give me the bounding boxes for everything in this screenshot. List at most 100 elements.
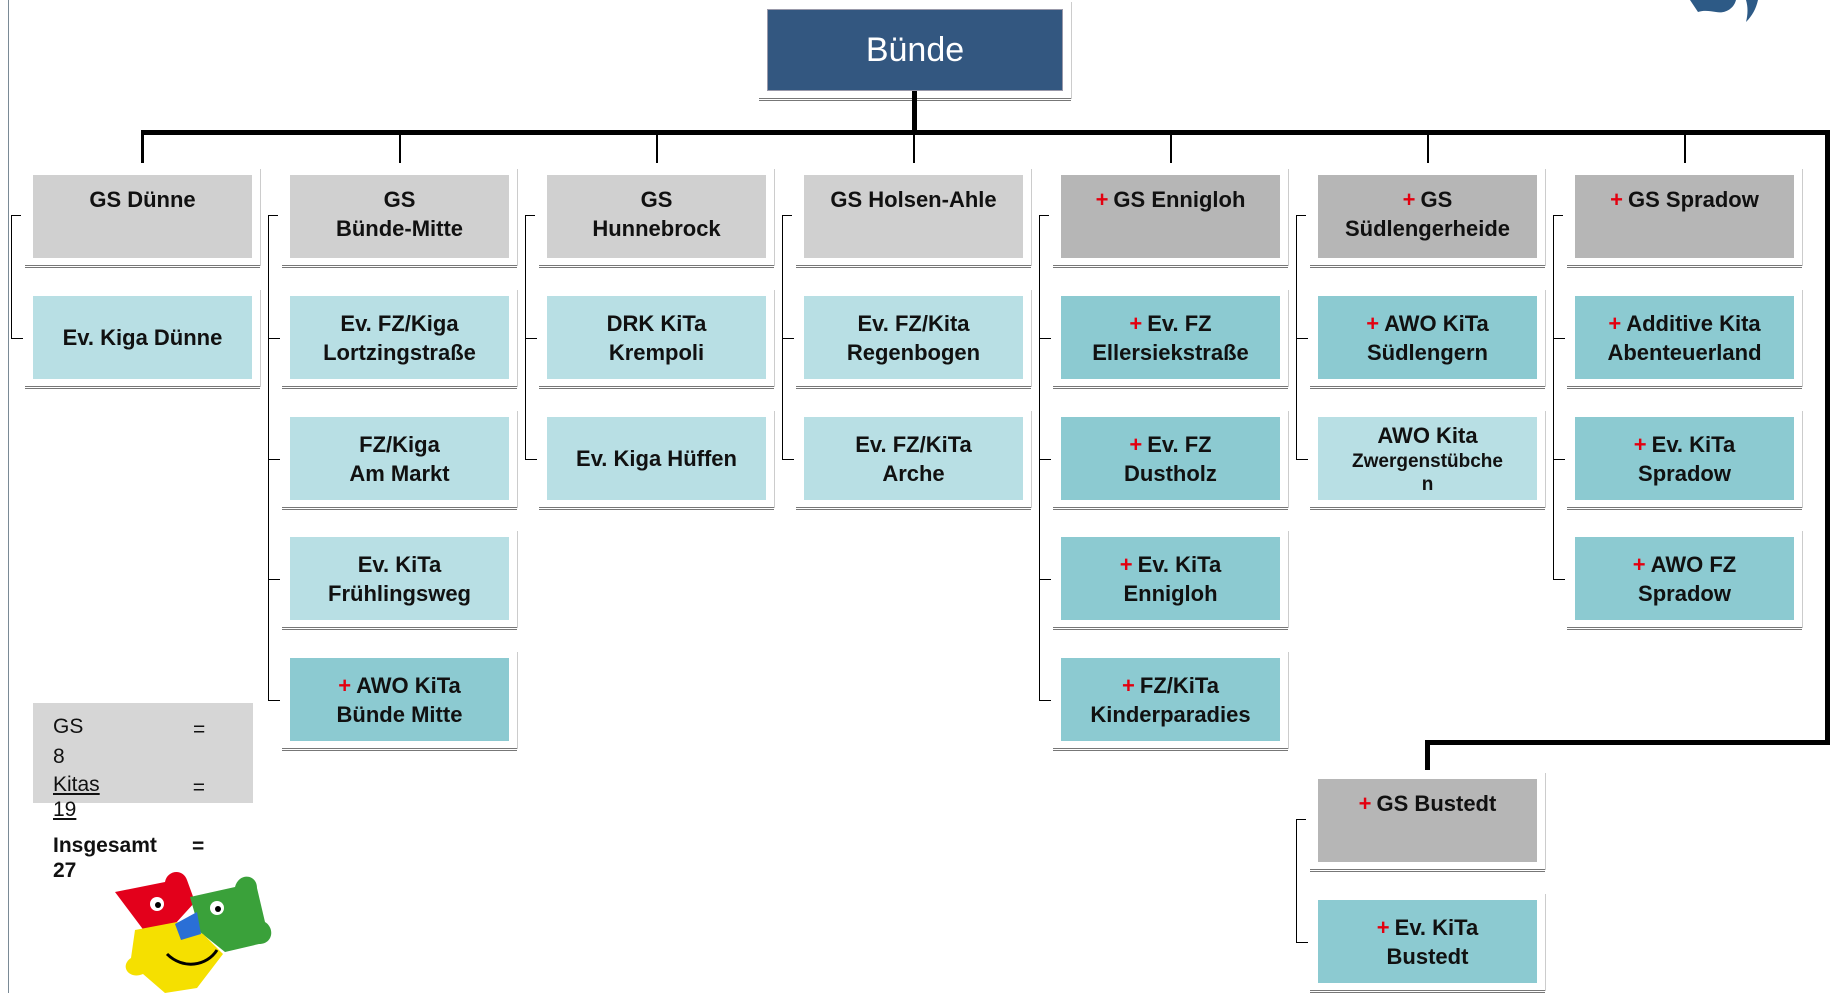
- kita-node-5-2-shade: [1053, 507, 1288, 510]
- kita-node-3-1-line-2: Krempoli: [609, 338, 704, 367]
- kita-node-7-2-line-2: Spradow: [1638, 459, 1731, 488]
- column-4-bracket: [782, 215, 783, 459]
- kita-node-2-1-line-1: Ev. FZ/Kiga: [340, 309, 458, 338]
- kita-node-5-3-line-1: +Ev. KiTa: [1120, 550, 1221, 579]
- plus-icon: +: [1376, 914, 1390, 940]
- plus-icon: +: [1129, 431, 1143, 457]
- column-3-drop: [655, 135, 658, 163]
- kita-node-6-2-shade-edge: [1545, 411, 1546, 508]
- school-node-8-line-1: +GS Bustedt: [1359, 789, 1497, 818]
- school-node-1-shade: [25, 265, 260, 268]
- kita-node-8-1-text: Bustedt: [1386, 943, 1469, 969]
- kita-node-1-1-shade-edge: [260, 290, 261, 387]
- kita-node-3-2-text: Ev. Kiga Hüffen: [576, 446, 737, 471]
- column-6-drop: [1426, 135, 1429, 163]
- kita-node-5-2-line-1: +Ev. FZ: [1129, 430, 1211, 459]
- column-2-bracket-top: [268, 215, 278, 216]
- root-node-shade-edge: [1071, 2, 1072, 99]
- kita-node-6-1-text: Südlengern: [1366, 339, 1488, 365]
- kita-node-2-3-shade: [282, 627, 517, 630]
- kita-node-2-2-text: Am Markt: [349, 460, 450, 486]
- kita-node-3-1-text: DRK KiTa: [606, 310, 707, 336]
- kita-node-5-2-connector: [1039, 458, 1051, 460]
- kita-node-5-4-shade: [1053, 748, 1288, 751]
- kita-node-5-4-text: Kinderparadies: [1090, 701, 1251, 727]
- kita-node-2-3-text: Ev. KiTa: [357, 551, 442, 577]
- column-7-drop: [1683, 135, 1686, 163]
- kita-node-2-4-line-2: Bünde Mitte: [337, 700, 463, 729]
- kita-node-7-1-shade: [1567, 386, 1802, 389]
- bustedt-horizontal: [1425, 740, 1830, 745]
- plus-icon: +: [1358, 791, 1372, 816]
- kita-node-5-1-text: Ellersiekstraße: [1092, 339, 1249, 365]
- kita-node-5-3-connector: [1039, 578, 1051, 580]
- school-node-3-shade: [539, 265, 774, 268]
- kita-node-2-2-shade: [282, 507, 517, 510]
- kita-node-5-3-line-2: Ennigloh: [1123, 579, 1217, 608]
- kita-node-4-1-line-1: Ev. FZ/Kita: [857, 309, 969, 338]
- kita-node-1-1-text: Ev. Kiga Dünne: [62, 325, 223, 350]
- kita-node-2-2-connector: [268, 458, 280, 460]
- kita-node-7-2-line-1: +Ev. KiTa: [1634, 430, 1735, 459]
- bustedt-drop: [1425, 740, 1430, 770]
- column-6-bracket: [1296, 215, 1297, 459]
- kita-node-7-3-text: Spradow: [1638, 580, 1731, 606]
- school-node-1: GS Dünne: [33, 175, 252, 258]
- legend-kitas-equals: =: [192, 776, 205, 799]
- kita-node-5-4-line-2: Kinderparadies: [1090, 700, 1250, 729]
- plus-icon: +: [1633, 431, 1647, 457]
- kita-node-8-1-text: Ev. KiTa: [1394, 914, 1479, 940]
- column-4-bracket-top: [782, 215, 792, 216]
- column-8-bracket: [1296, 819, 1297, 942]
- puzzle-kids-logo-icon: [115, 871, 272, 993]
- kita-node-2-4-shade: [282, 748, 517, 751]
- kita-node-7-1-line-2: Abenteuerland: [1607, 338, 1761, 367]
- school-node-8-shade-edge: [1545, 773, 1546, 870]
- kita-node-4-1-text: Ev. FZ/Kita: [857, 310, 970, 336]
- kita-node-8-1-line-1: +Ev. KiTa: [1377, 913, 1478, 942]
- school-node-5-text: GS Ennigloh: [1113, 187, 1246, 212]
- school-node-5: +GS Ennigloh: [1061, 175, 1280, 258]
- kita-node-8-1-line-2: Bustedt: [1387, 942, 1469, 971]
- kita-node-2-3-line-1: Ev. KiTa: [358, 550, 442, 579]
- kita-node-3-1-line-1: DRK KiTa: [607, 309, 707, 338]
- kita-node-1-1-connector: [11, 337, 23, 339]
- main-horizontal-bus: [141, 130, 1828, 135]
- kita-node-7-3-shade-edge: [1802, 531, 1803, 628]
- kita-node-2-3-line-2: Frühlingsweg: [328, 579, 471, 608]
- kita-node-6-2-text: Zwergenstübche: [1352, 451, 1503, 472]
- kita-node-5-1-shade: [1053, 386, 1288, 389]
- kita-node-2-1-shade-edge: [517, 290, 518, 387]
- kita-node-2-3-text: Frühlingsweg: [328, 580, 471, 606]
- column-2-bracket: [268, 215, 269, 700]
- kita-node-5-3-shade: [1053, 627, 1288, 630]
- legend-kitas-label: Kitas=: [53, 773, 205, 799]
- kita-node-4-1-connector: [782, 337, 794, 339]
- kita-node-3-2-line-1: Ev. Kiga Hüffen: [576, 444, 737, 473]
- school-node-2-shade-edge: [517, 169, 518, 266]
- kita-node-7-1-text: Additive Kita: [1626, 310, 1761, 336]
- kita-node-5-4-line-1: +FZ/KiTa: [1122, 671, 1219, 700]
- kita-node-1-1-line-1: Ev. Kiga Dünne: [63, 323, 223, 352]
- school-node-8-text: GS Bustedt: [1376, 791, 1497, 816]
- kita-node-6-2-text: AWO Kita: [1377, 423, 1478, 448]
- kita-node-5-2-text: Dustholz: [1124, 460, 1217, 486]
- school-node-8: +GS Bustedt: [1318, 779, 1537, 862]
- kita-node-4-1-line-2: Regenbogen: [847, 338, 980, 367]
- kita-node-5-4-text: FZ/KiTa: [1139, 672, 1219, 698]
- kita-node-6-2-line-2: Zwergenstübche: [1352, 450, 1503, 473]
- kita-node-2-1-line-2: Lortzingstraße: [323, 338, 476, 367]
- kita-node-2-2-line-1: FZ/Kiga: [359, 430, 440, 459]
- school-node-2-line-1: GS: [384, 185, 416, 214]
- school-node-4-shade: [796, 265, 1031, 268]
- plus-icon: +: [1632, 551, 1646, 577]
- school-node-3-text: GS: [640, 187, 673, 212]
